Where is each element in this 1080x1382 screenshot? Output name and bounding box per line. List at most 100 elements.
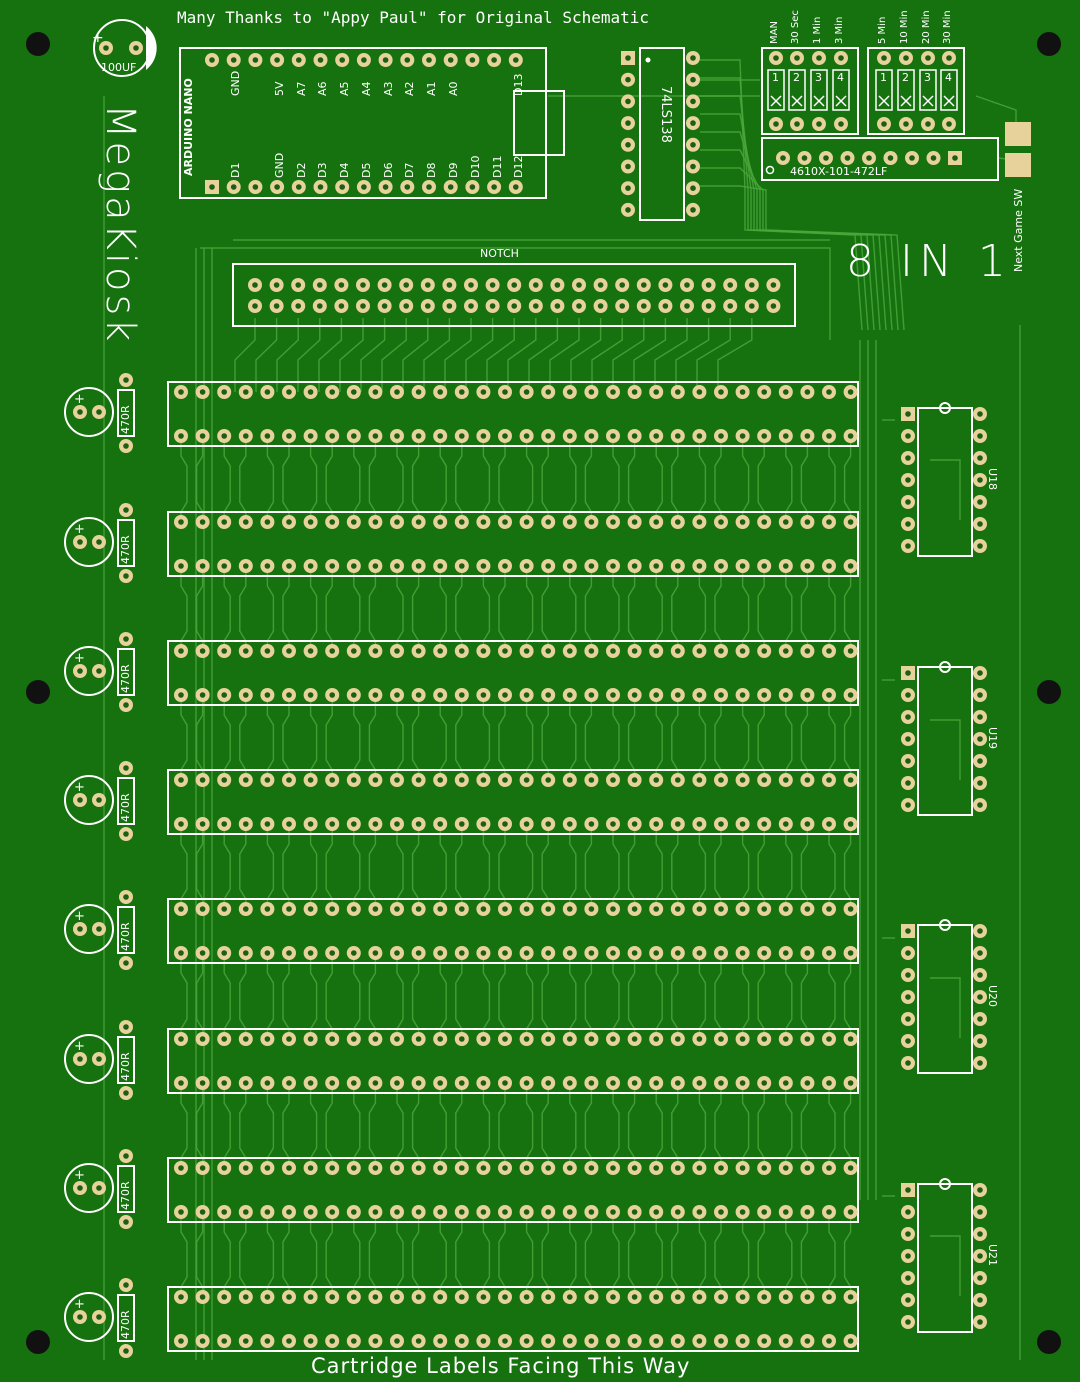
drill-hole	[739, 1080, 746, 1086]
arduino-top-pin-label: A1	[425, 81, 438, 96]
drill-hole	[631, 389, 638, 395]
drill-hole	[307, 1338, 314, 1344]
next-game-label: Next Game SW	[1012, 188, 1025, 272]
header-trace	[423, 318, 451, 392]
bus-trace	[541, 953, 549, 1039]
drill-hole	[221, 1209, 227, 1215]
drill-hole	[545, 519, 551, 525]
drill-hole	[567, 1338, 573, 1344]
drill-hole	[77, 926, 83, 932]
notch-label: NOTCH	[480, 247, 519, 260]
switch-time-label: 1 Min	[812, 16, 823, 44]
drill-hole	[372, 777, 379, 783]
drill-hole	[264, 389, 271, 395]
led-outline	[64, 904, 114, 954]
led-plus: +	[74, 909, 85, 924]
switch-mark	[791, 95, 803, 107]
bus-trace	[223, 1083, 231, 1168]
bus-trace	[309, 1212, 318, 1297]
drill-hole	[847, 821, 854, 827]
drill-hole	[295, 303, 302, 309]
drill-hole	[178, 1036, 184, 1042]
led-outline	[64, 646, 114, 696]
drill-hole	[446, 282, 453, 288]
bus-trace	[482, 1212, 491, 1297]
drill-hole	[307, 777, 314, 783]
drill-hole	[625, 120, 631, 126]
bus-trace	[757, 695, 765, 780]
bus-trace	[671, 436, 679, 522]
drill-hole	[718, 389, 724, 395]
drill-hole	[264, 519, 271, 525]
drill-hole	[826, 1294, 832, 1300]
drill-hole	[339, 57, 346, 63]
drill-hole	[415, 1338, 422, 1344]
drill-hole	[905, 1275, 911, 1281]
drill-hole	[588, 1294, 595, 1300]
bus-trace	[671, 1083, 679, 1168]
drill-hole	[468, 282, 474, 288]
bus-trace	[325, 1212, 333, 1297]
drill-hole	[567, 1209, 573, 1215]
drill-hole	[339, 184, 346, 190]
bus-trace	[239, 1083, 247, 1168]
drill-hole	[437, 777, 444, 783]
drill-hole	[394, 648, 400, 654]
bus-trace	[843, 824, 852, 909]
bus-trace	[239, 436, 247, 522]
switch-lever	[940, 69, 958, 111]
drill-hole	[761, 1036, 767, 1042]
drill-hole	[351, 389, 357, 395]
resistor-value-label: 470R	[119, 922, 132, 951]
drill-hole	[610, 1080, 616, 1086]
cartridge-slot	[167, 898, 859, 964]
drill-hole	[286, 1294, 292, 1300]
led-outline	[64, 1034, 114, 1084]
drill-hole	[264, 1294, 271, 1300]
bus-trace	[525, 566, 534, 651]
bus-trace	[439, 566, 447, 651]
drill-hole	[329, 1036, 336, 1042]
drill-hole	[221, 1036, 227, 1042]
drill-hole	[718, 433, 724, 439]
drill-hole	[977, 802, 983, 808]
drill-hole	[977, 1060, 983, 1066]
drill-hole	[221, 1080, 227, 1086]
drill-hole	[739, 821, 746, 827]
drill-hole	[588, 1165, 595, 1171]
drill-hole	[705, 303, 712, 309]
bus-trace	[195, 436, 204, 522]
bus-trace	[411, 824, 420, 909]
drill-hole	[307, 950, 314, 956]
drill-hole	[403, 303, 410, 309]
drill-hole	[684, 282, 690, 288]
drill-hole	[123, 894, 129, 900]
ic-trace	[930, 719, 961, 780]
drill-hole	[823, 155, 829, 161]
drill-hole	[329, 692, 336, 698]
drill-hole	[977, 1297, 983, 1303]
drill-hole	[675, 821, 681, 827]
drill-hole	[523, 433, 530, 439]
drill-hole	[523, 906, 530, 912]
header-trace	[255, 318, 278, 392]
drill-hole	[329, 950, 336, 956]
bus-trace	[541, 824, 549, 909]
drill-hole	[631, 906, 638, 912]
bus-trace	[541, 1083, 549, 1168]
drill-hole	[307, 1165, 314, 1171]
drill-hole	[480, 906, 487, 912]
drill-hole	[653, 648, 659, 654]
bus-trace	[498, 1083, 506, 1168]
led-plus: +	[74, 780, 85, 795]
drill-hole	[567, 433, 573, 439]
bus-trace	[785, 566, 793, 651]
resistor-outline	[117, 389, 135, 437]
drill-hole	[905, 670, 911, 676]
drill-hole	[96, 926, 102, 932]
switch-lever	[832, 69, 850, 111]
drill-hole	[523, 821, 530, 827]
bus-trace	[439, 824, 447, 909]
drill-hole	[459, 433, 465, 439]
bus-trace	[671, 566, 679, 651]
